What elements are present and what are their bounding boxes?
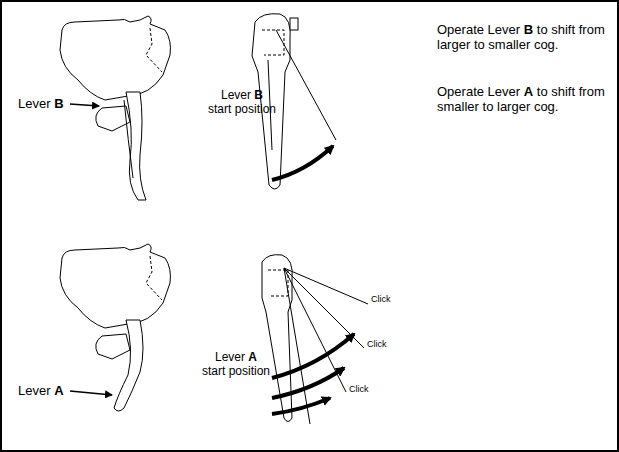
lever-label: Lever A: [18, 383, 78, 398]
click-label: Click: [349, 384, 389, 395]
lever-label: Lever B: [18, 96, 78, 111]
motion-arrow: [272, 334, 354, 414]
shifter-side-view: [60, 244, 170, 411]
shifter-front-view: [262, 255, 368, 424]
motion-arrow: [272, 146, 333, 180]
shifter-side-view: [60, 16, 170, 200]
start-position-label: Lever B start position: [192, 88, 292, 116]
start-position-label: Lever A start position: [186, 350, 286, 378]
instruction-note: Operate Lever A to shift from smaller to…: [437, 84, 607, 114]
click-label: Click: [371, 294, 411, 305]
click-label: Click: [367, 339, 407, 350]
instruction-note: Operate Lever B to shift from larger to …: [437, 22, 607, 52]
leader-arrow: [70, 104, 99, 106]
shifter-front-view: [252, 14, 336, 189]
leader-arrow: [70, 391, 112, 395]
